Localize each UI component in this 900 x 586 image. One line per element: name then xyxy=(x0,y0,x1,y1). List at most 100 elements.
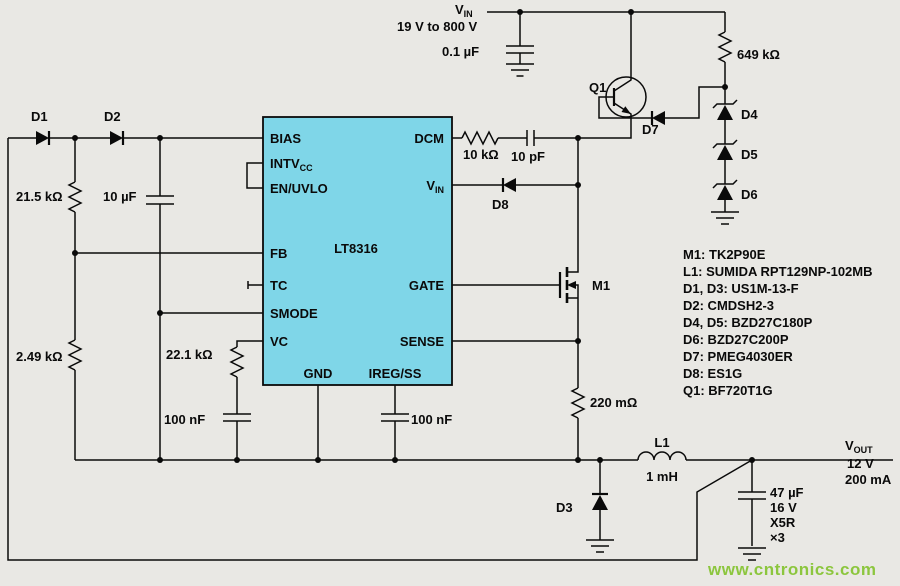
watermark-text: www.cntronics.com xyxy=(707,560,876,579)
resistor-220m-zigzag xyxy=(570,387,586,419)
m1-body-arrow xyxy=(567,281,576,289)
inductor-l1-coils xyxy=(637,451,687,461)
pin-en-uvlo: EN/UVLO xyxy=(270,181,328,196)
pin-gate: GATE xyxy=(409,278,444,293)
junction-dot xyxy=(234,457,240,463)
output-cap-dielectric: X5R xyxy=(770,515,796,530)
junction-dot xyxy=(722,84,728,90)
dcm-wires xyxy=(452,130,535,146)
junction-dot xyxy=(315,457,321,463)
m1-mosfet: M1 xyxy=(452,138,610,388)
d3-diode: D3 xyxy=(556,460,614,553)
vc-compensation: 22.1 kΩ 100 nF xyxy=(164,340,263,460)
sense-resistor: 220 mΩ xyxy=(570,387,637,460)
diode-d7-label: D7 xyxy=(642,122,659,137)
bias-cap-label: 10 µF xyxy=(103,189,137,204)
q1-leads xyxy=(534,12,725,139)
q1-emitter-arrow xyxy=(621,106,631,114)
junction-dot xyxy=(72,250,78,256)
resistor-649k-label: 649 kΩ xyxy=(737,47,780,62)
zener-d5-triangle xyxy=(717,145,733,160)
bom-line: D8: ES1G xyxy=(683,366,742,381)
output-cap-voltage: 16 V xyxy=(770,500,797,515)
junction-dot xyxy=(157,135,163,141)
input-bypass-capacitor: 0.1 µF xyxy=(442,12,534,77)
pin-tc: TC xyxy=(270,278,288,293)
cap-10pf-label: 10 pF xyxy=(511,149,545,164)
junction-dot xyxy=(628,9,634,15)
diode-d8-label: D8 xyxy=(492,197,509,212)
m1-wires xyxy=(452,138,579,388)
vin-range-label: 19 V to 800 V xyxy=(397,19,478,34)
pin-bias: BIAS xyxy=(270,131,301,146)
input-rail: VIN 19 V to 800 V xyxy=(397,2,725,34)
pin-smode: SMODE xyxy=(270,306,318,321)
vout-current-label: 200 mA xyxy=(845,472,892,487)
inductor-l1-label: L1 xyxy=(654,435,669,450)
junction-dot xyxy=(575,457,581,463)
resistor-2k49-label: 2.49 kΩ xyxy=(16,349,63,364)
bom-line: D7: PMEG4030ER xyxy=(683,349,793,364)
resistor-220m-label: 220 mΩ xyxy=(590,395,637,410)
diode-d7-triangle xyxy=(652,111,665,125)
pin-vc: VC xyxy=(270,334,289,349)
ic-body xyxy=(262,116,453,386)
junction-dot xyxy=(72,135,78,141)
pin-dcm: DCM xyxy=(414,131,444,146)
junction-dot xyxy=(575,338,581,344)
resistor-10k-zigzag xyxy=(461,130,499,146)
feedback-divider: 21.5 kΩ 2.49 kΩ xyxy=(16,138,263,460)
bom-line: L1: SUMIDA RPT129NP-102MB xyxy=(683,264,873,279)
diode-d2-triangle xyxy=(110,131,123,145)
bom-line: D2: CMDSH2-3 xyxy=(683,298,774,313)
bypass-cap-label: 0.1 µF xyxy=(442,44,479,59)
tc-stub xyxy=(247,281,263,289)
vc-cap-label: 100 nF xyxy=(164,412,205,427)
zener-cathode-bars xyxy=(712,99,738,189)
q1-transistor: Q1 D7 xyxy=(534,12,725,139)
bom-line: D6: BZD27C200P xyxy=(683,332,789,347)
junction-dot xyxy=(749,457,755,463)
diode-d2-label: D2 xyxy=(104,109,121,124)
m1-label: M1 xyxy=(592,278,610,293)
resistor-2k49-zigzag xyxy=(67,339,83,371)
pin-ireg-ss: IREG/SS xyxy=(369,366,422,381)
q1-label: Q1 xyxy=(589,80,606,95)
bias-capacitor: 10 µF xyxy=(103,138,263,460)
resistor-10k-label: 10 kΩ xyxy=(463,147,499,162)
pin-fb: FB xyxy=(270,246,287,261)
vin-rail-label: VIN xyxy=(455,2,473,19)
junction-dot xyxy=(392,457,398,463)
output-cap-value: 47 µF xyxy=(770,485,804,500)
bypass-cap-symbol xyxy=(506,12,534,77)
d8-diode: D8 xyxy=(452,178,578,212)
front-end-diodes: D1 D2 xyxy=(7,109,753,561)
output-rail: L1 1 mH VOUT 12 V 200 mA xyxy=(75,435,893,487)
front-end-wires xyxy=(7,137,753,561)
pin-intvcc: INTVCC xyxy=(270,156,313,173)
diode-d1-triangle xyxy=(36,131,49,145)
junction-dot xyxy=(597,457,603,463)
bom-list: M1: TK2P90E L1: SUMIDA RPT129NP-102MB D1… xyxy=(683,247,873,398)
output-capacitors: 47 µF 16 V X5R ×3 xyxy=(738,460,804,561)
cascode-bias-chain: 649 kΩ D4 D5 D6 xyxy=(711,12,780,225)
output-cap-count: ×3 xyxy=(770,530,785,545)
resistor-22k1-label: 22.1 kΩ xyxy=(166,347,213,362)
divider-wires xyxy=(74,138,263,460)
diode-d8-triangle xyxy=(503,178,516,192)
vout-voltage-label: 12 V xyxy=(847,456,874,471)
soft-start-capacitor: 100 nF xyxy=(381,385,452,460)
dcm-network: 10 kΩ 10 pF xyxy=(452,130,545,164)
intvcc-enuvlo-tie xyxy=(246,162,263,189)
vout-label: VOUT xyxy=(845,438,873,455)
zener-d6-label: D6 xyxy=(741,187,758,202)
diode-d1-label: D1 xyxy=(31,109,48,124)
bom-line: Q1: BF720T1G xyxy=(683,383,773,398)
junction-dot xyxy=(157,310,163,316)
junction-dot xyxy=(575,182,581,188)
bom-line: D1, D3: US1M-13-F xyxy=(683,281,799,296)
zener-d6-triangle xyxy=(717,185,733,200)
d3-wires xyxy=(586,460,614,553)
resistor-22k1-zigzag xyxy=(229,346,245,378)
